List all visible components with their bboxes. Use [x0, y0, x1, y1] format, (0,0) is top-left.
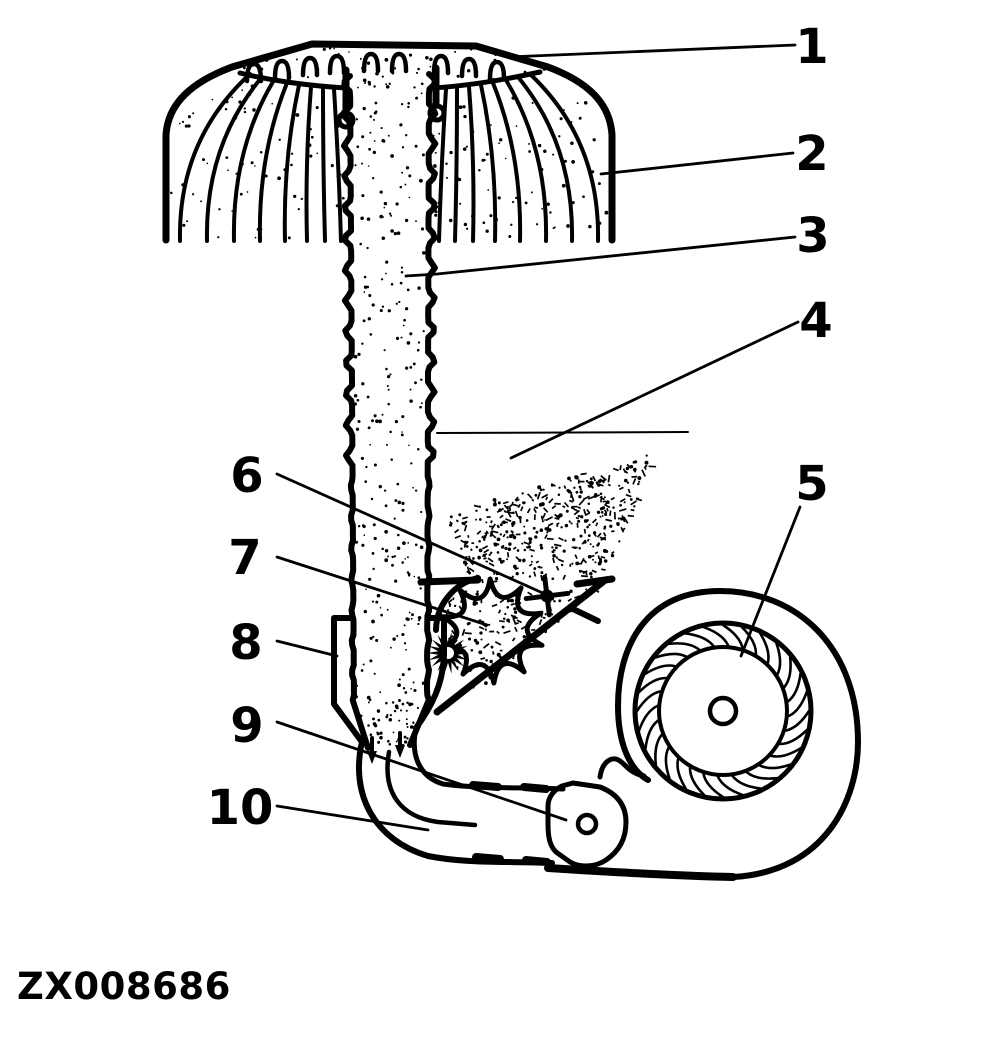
callout-3: 3 — [796, 208, 829, 264]
meter-housing-arc — [433, 575, 481, 633]
hopper-right-wall — [433, 577, 608, 716]
hose-clamps — [469, 781, 551, 866]
leader-line-1 — [506, 43, 797, 59]
callout-1: 1 — [795, 19, 828, 75]
leader-line-9 — [275, 720, 568, 822]
callout-10: 10 — [207, 780, 274, 836]
duct-inner-wall — [411, 725, 566, 792]
fill-tube-left-edge — [341, 73, 371, 751]
fill-tube-stipple — [353, 80, 426, 743]
cap-ribs — [177, 72, 601, 243]
leader-line-10 — [275, 804, 430, 832]
blower-assembly — [544, 588, 861, 881]
blower-scroll-housing — [615, 588, 861, 880]
impeller-blades — [635, 623, 811, 799]
material-pile-stipple — [449, 454, 657, 584]
venturi-unit — [545, 780, 629, 869]
leader-line-8 — [275, 639, 339, 658]
callout-labels: 1 2 3 4 5 6 7 8 9 10 — [207, 19, 833, 836]
callout-2: 2 — [795, 126, 828, 182]
duct-streamline — [385, 749, 478, 828]
leader-line-5 — [739, 505, 802, 658]
leader-line-2 — [599, 151, 795, 176]
impeller-outer-ring — [632, 620, 814, 802]
wall-clamp-tick — [570, 606, 601, 624]
callout-9: 9 — [230, 698, 263, 754]
callout-8: 8 — [229, 615, 262, 671]
cap-assembly — [162, 40, 616, 244]
leader-line-6 — [275, 472, 547, 596]
hopper-boot — [331, 615, 447, 764]
fill-tube — [341, 71, 439, 751]
leader-line-7 — [275, 555, 489, 627]
wall-top-tick — [573, 575, 616, 588]
impeller-hub — [707, 695, 739, 727]
callout-5: 5 — [795, 456, 828, 512]
cap-spring-loops — [244, 51, 507, 84]
elbow-duct — [355, 725, 566, 866]
metering-unit — [417, 574, 616, 716]
impeller-inner-ring — [657, 645, 789, 777]
callout-7: 7 — [228, 530, 261, 586]
callout-4: 4 — [799, 293, 832, 349]
figure-code: ZX008686 — [17, 965, 231, 1008]
blower-base-line — [544, 864, 737, 881]
cap-outer-shell — [162, 40, 616, 244]
venturi-shaft-hole — [575, 812, 599, 836]
boot-left-wall — [331, 615, 365, 745]
boot-right-wall — [413, 615, 447, 731]
leader-lines — [275, 43, 802, 832]
fill-tube-right-edge — [407, 71, 439, 748]
leader-line-3 — [404, 235, 797, 278]
callout-6: 6 — [230, 448, 263, 504]
axle-cross-marker — [523, 574, 571, 618]
blower-inlet-nipple — [597, 756, 647, 780]
nozzle-stipple — [372, 701, 419, 747]
venturi-body — [545, 780, 629, 869]
duct-outer-wall — [355, 739, 555, 866]
leader-line-4 — [509, 320, 800, 460]
